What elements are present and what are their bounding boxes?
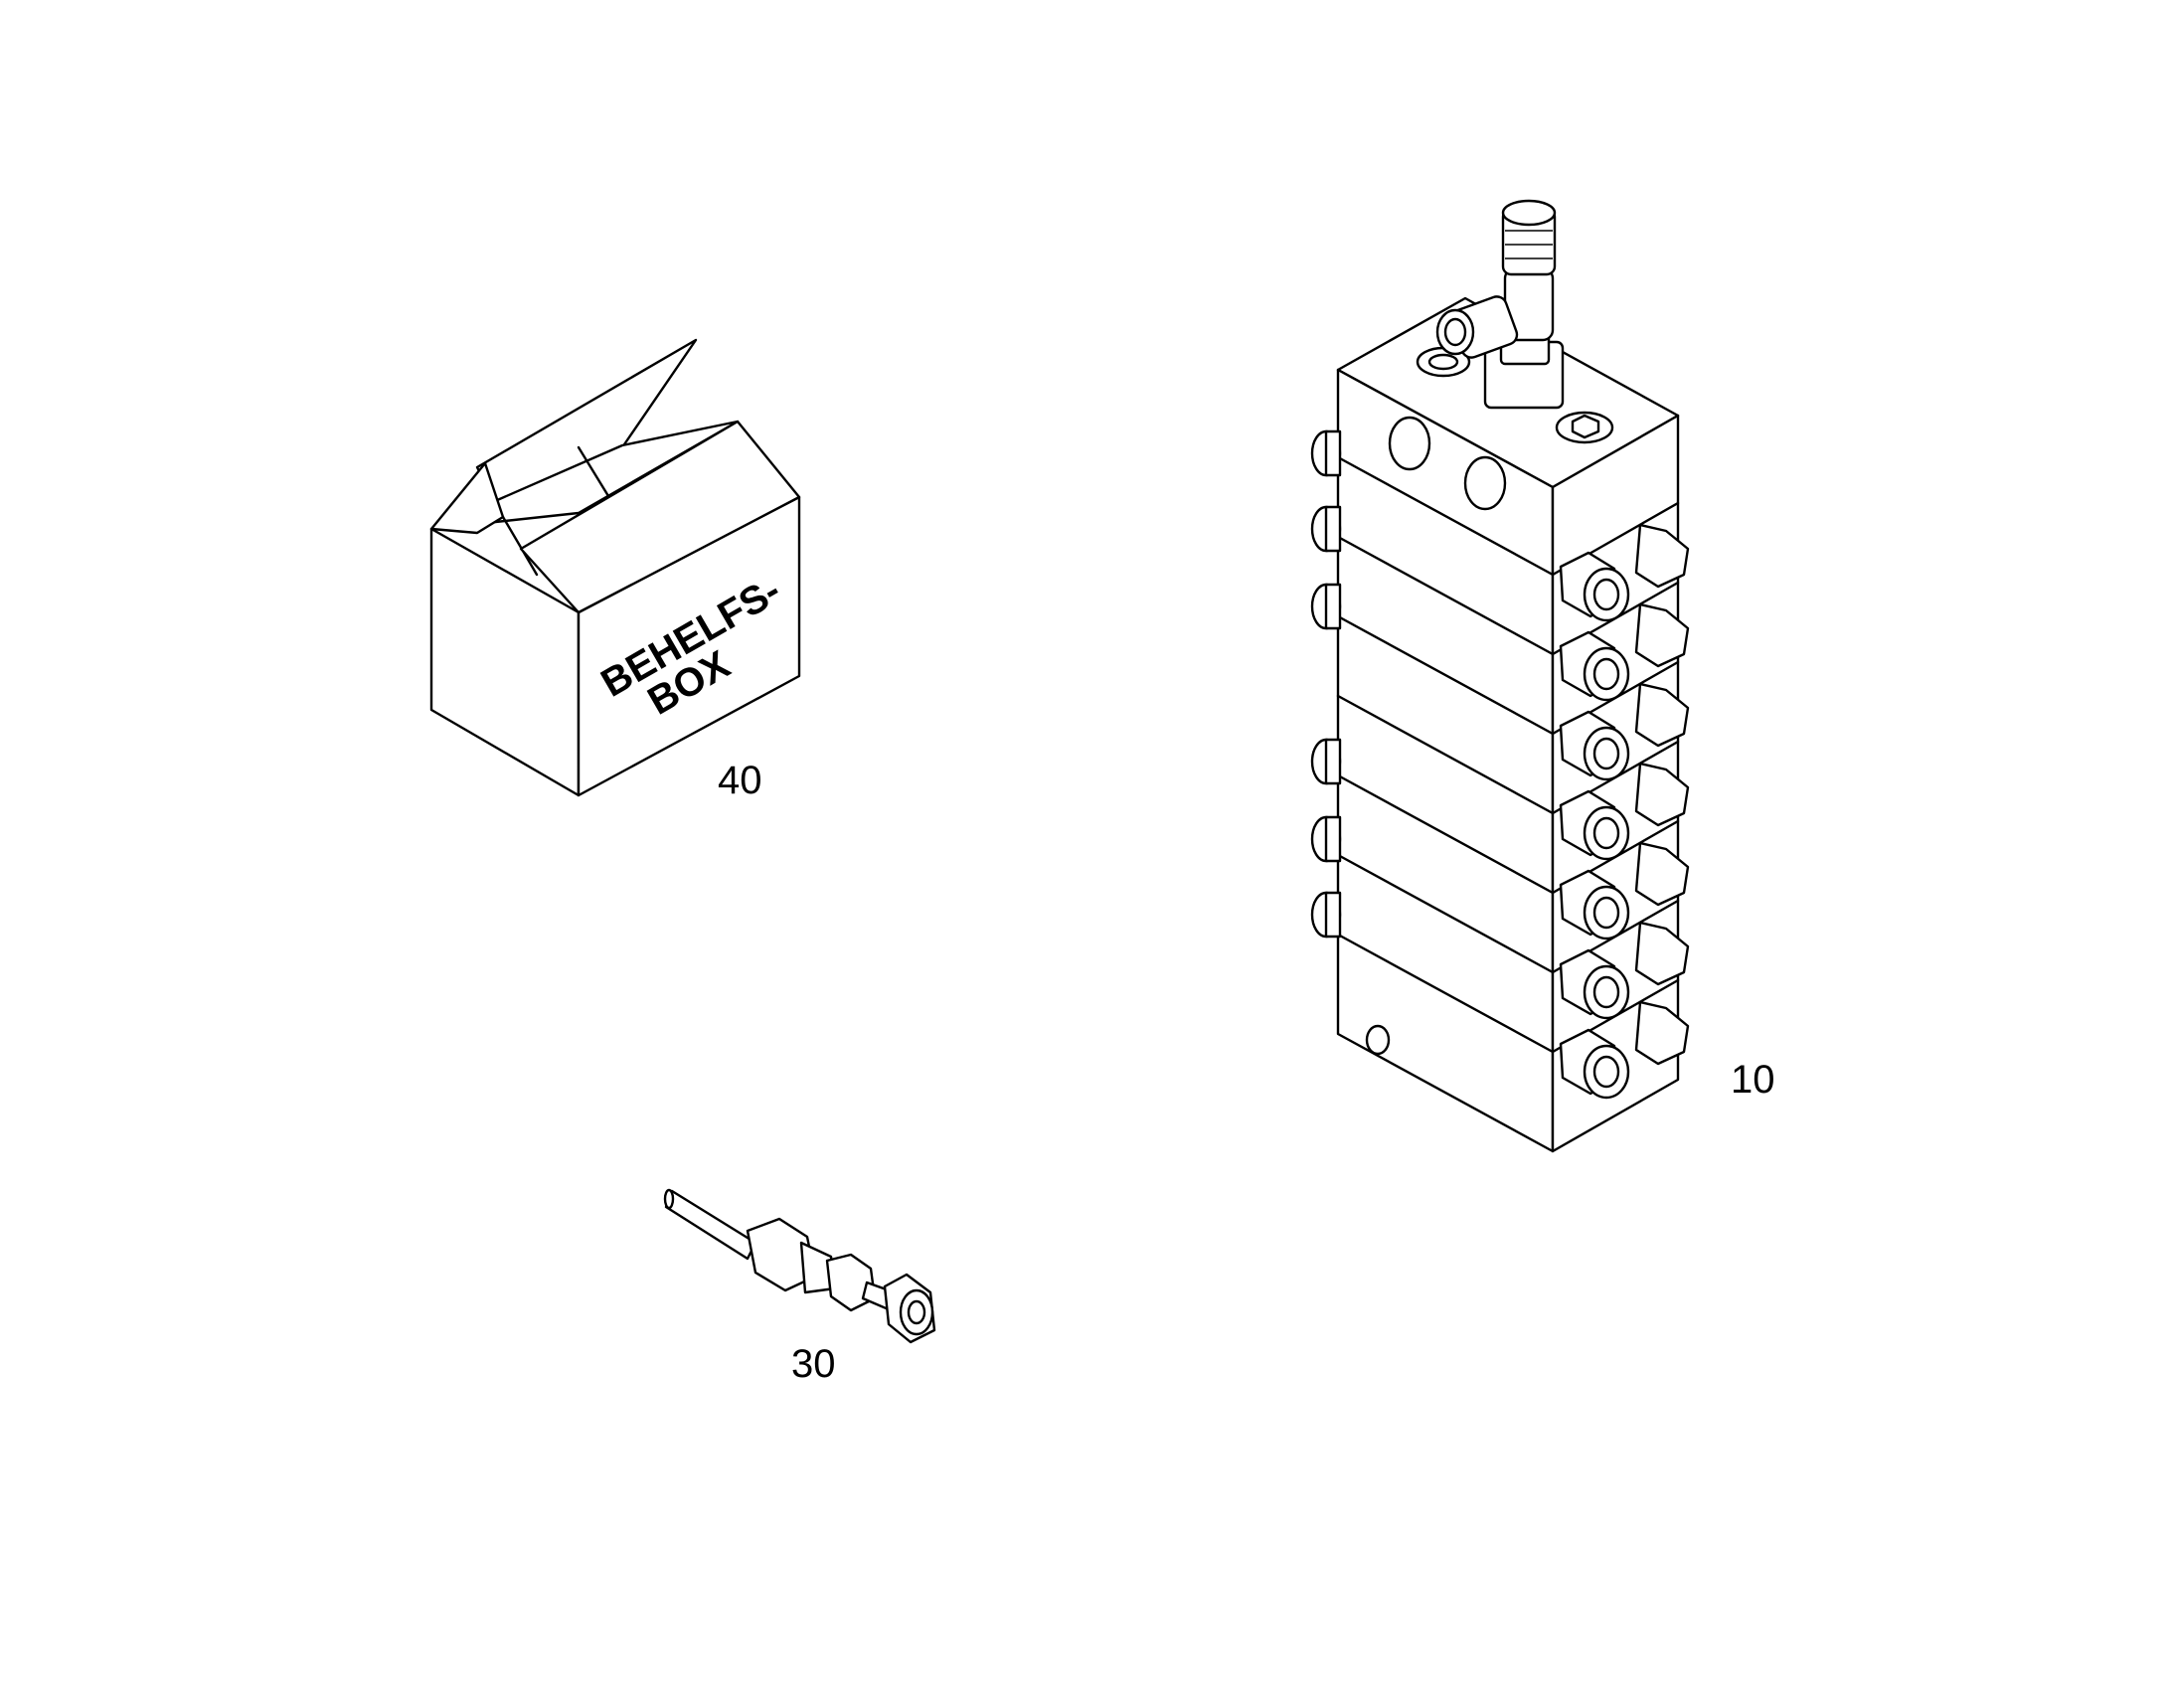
part-label-10: 10 <box>1731 1058 1775 1102</box>
behelfs-box-drawing: BEHELFS- BOX <box>429 338 801 797</box>
right-outlets <box>1559 523 1690 1100</box>
distributor-block-drawing <box>1310 199 1690 1153</box>
pipe-fitting-drawing <box>663 1188 936 1344</box>
part-label-30: 30 <box>791 1342 836 1386</box>
part-label-40: 40 <box>718 759 762 802</box>
left-outlets <box>1310 429 1342 939</box>
